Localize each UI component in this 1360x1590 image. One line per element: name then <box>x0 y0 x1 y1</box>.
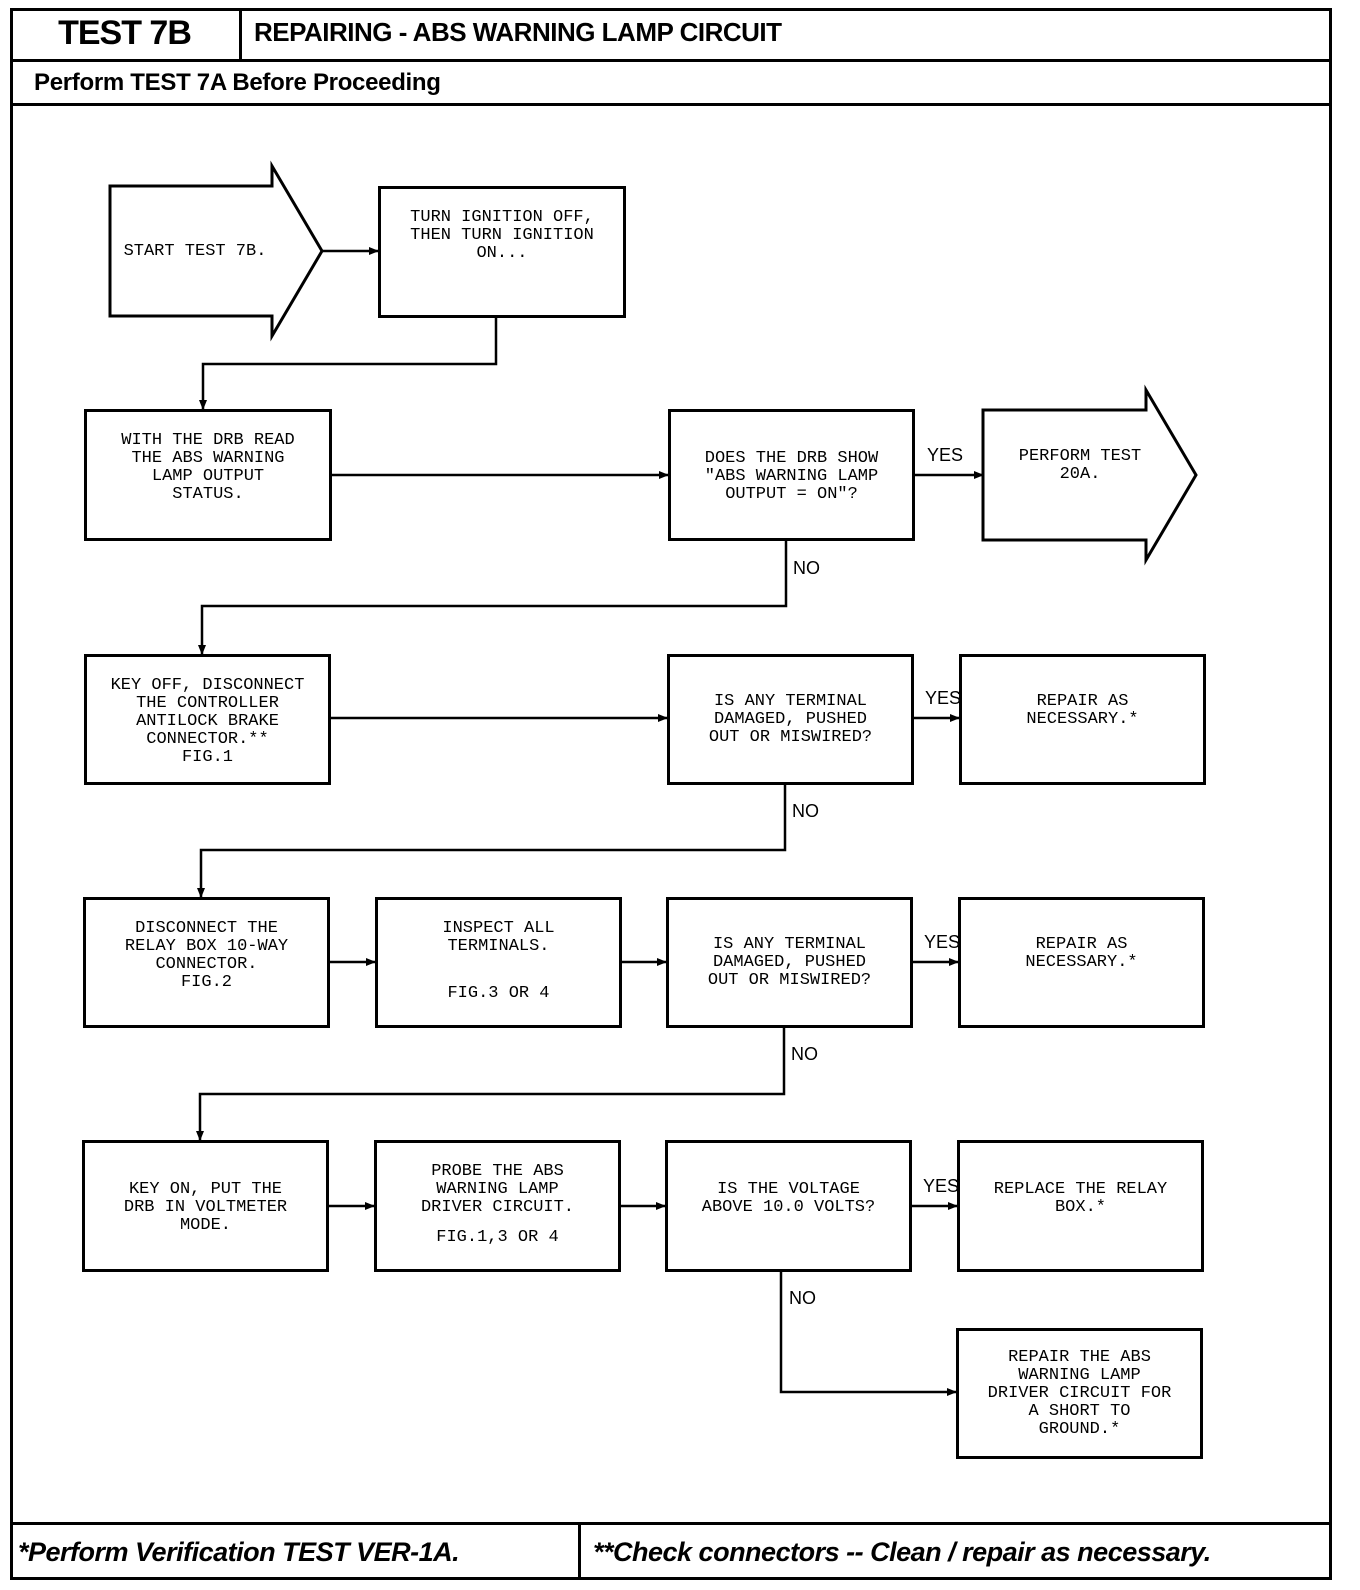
step-probe-driver-circuit: PROBE THE ABS WARNING LAMP DRIVER CIRCUI… <box>374 1140 621 1272</box>
edge-q2-no <box>197 783 787 898</box>
footnote-verification: *Perform Verification TEST VER-1A. <box>10 1525 581 1580</box>
edge-q1-no <box>198 540 788 655</box>
step-read-lamp-status: WITH THE DRB READ THE ABS WARNING LAMP O… <box>84 409 332 541</box>
yes-label-q3: YES <box>924 932 961 952</box>
edge-q4-no <box>779 1271 957 1396</box>
action-repair-1: REPAIR AS NECESSARY.* <box>959 654 1206 785</box>
no-label-q2: NO <box>792 801 819 821</box>
decision-terminal-damaged-2: IS ANY TERMINAL DAMAGED, PUSHED OUT OR M… <box>666 897 913 1028</box>
prerequisite-row: Perform TEST 7A Before Proceeding <box>10 62 1332 106</box>
no-label-q1: NO <box>793 558 820 578</box>
step-inspect-terminals: INSPECT ALL TERMINALS. FIG.3 OR 4 <box>375 897 622 1028</box>
footer-notes: *Perform Verification TEST VER-1A. **Che… <box>10 1522 1332 1580</box>
action-replace-relay-box: REPLACE THE RELAY BOX.* <box>957 1140 1204 1272</box>
action-repair-2: REPAIR AS NECESSARY.* <box>958 897 1205 1028</box>
footnote-connectors: **Check connectors -- Clean / repair as … <box>593 1537 1211 1567</box>
no-label-q3: NO <box>791 1044 818 1064</box>
step-disconnect-relay-box: DISCONNECT THE RELAY BOX 10-WAY CONNECTO… <box>83 897 330 1028</box>
decision-lamp-output-on: DOES THE DRB SHOW "ABS WARNING LAMP OUTP… <box>668 409 915 541</box>
prerequisite-note: Perform TEST 7A Before Proceeding <box>34 69 441 96</box>
step-disconnect-controller: KEY OFF, DISCONNECT THE CONTROLLER ANTIL… <box>84 654 331 785</box>
test-id: TEST 7B <box>10 8 242 59</box>
action-repair-driver-short: REPAIR THE ABS WARNING LAMP DRIVER CIRCU… <box>956 1328 1203 1459</box>
page-title: REPAIRING - ABS WARNING LAMP CIRCUIT <box>254 17 782 47</box>
header-row: TEST 7B REPAIRING - ABS WARNING LAMP CIR… <box>10 8 1332 62</box>
decision-voltage-above-10: IS THE VOLTAGE ABOVE 10.0 VOLTS? <box>665 1140 912 1272</box>
step-ignition-cycle: TURN IGNITION OFF, THEN TURN IGNITION ON… <box>378 186 626 318</box>
perform-20a-arrow-shape <box>981 384 1198 566</box>
perform-test-20a-label: PERFORM TEST 20A. <box>1018 447 1142 484</box>
yes-label-q1: YES <box>927 445 964 465</box>
step-voltmeter-mode: KEY ON, PUT THE DRB IN VOLTMETER MODE. <box>82 1140 329 1272</box>
no-label-q4: NO <box>789 1288 816 1308</box>
yes-label-q2: YES <box>925 688 962 708</box>
edge-q3-no <box>196 1027 786 1141</box>
page-frame <box>10 8 1332 1580</box>
start-arrow-shape <box>108 160 324 342</box>
edge-ignition-read <box>199 318 498 410</box>
decision-terminal-damaged-1: IS ANY TERMINAL DAMAGED, PUSHED OUT OR M… <box>667 654 914 785</box>
start-test-label: START TEST 7B. <box>123 242 267 261</box>
yes-label-q4: YES <box>923 1176 960 1196</box>
